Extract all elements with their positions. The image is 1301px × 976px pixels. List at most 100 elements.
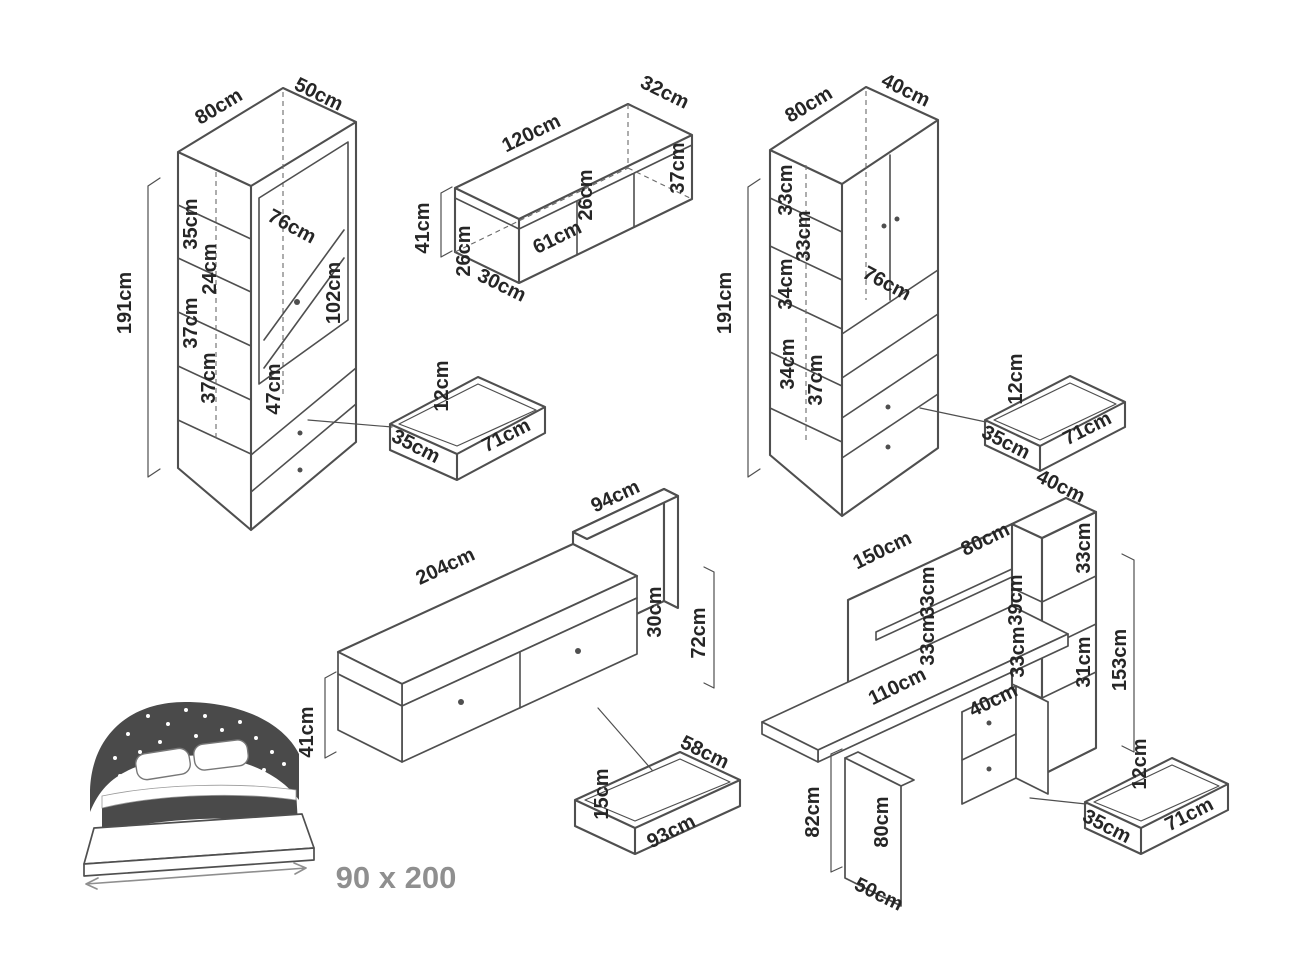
tower-top-face xyxy=(1010,496,1098,540)
dim-label: 15cm xyxy=(591,768,613,819)
bed-base-front xyxy=(83,847,315,877)
sheet-fold xyxy=(101,784,297,809)
drawer-knob xyxy=(986,720,992,726)
cabinet-door-lines xyxy=(841,154,939,379)
leg-panel-face xyxy=(844,757,902,907)
wardrobe-hidden-lines xyxy=(215,92,284,438)
total-height-bracket xyxy=(1121,553,1135,753)
drawer-knob xyxy=(885,404,891,410)
dim-label: 80cm xyxy=(781,82,836,127)
shelf-outline xyxy=(453,102,694,285)
dim-label: 191cm xyxy=(114,272,136,334)
dim-label: 71cm xyxy=(478,414,534,457)
door-knob xyxy=(294,299,300,305)
dim-label: 204cm xyxy=(413,543,479,589)
height-bracket xyxy=(747,178,761,478)
drawer-inner-rim xyxy=(584,758,731,822)
drawer-outline xyxy=(388,375,547,482)
cabinet-drawer-drawing: 12cm 71cm 35cm xyxy=(978,353,1127,473)
desk-drawing: 150cm 80cm 40cm 33cm 33cm 39cm 33cm 33cm… xyxy=(761,466,1135,916)
cabinet-hidden-lines xyxy=(805,91,867,440)
dim-label: 47cm xyxy=(263,363,285,414)
drawer-knob xyxy=(297,430,303,436)
dim-label: 72cm xyxy=(688,607,710,658)
dim-label: 26cm xyxy=(453,225,475,276)
dim-label: 76cm xyxy=(859,262,914,305)
dim-label: 39cm xyxy=(1005,574,1027,625)
drawer-outline xyxy=(573,750,742,856)
head-height-bracket xyxy=(703,566,715,689)
dim-label: 41cm xyxy=(412,202,434,253)
wardrobe-shelf-lines xyxy=(177,204,252,455)
dim-label: 12cm xyxy=(431,360,453,411)
drawer-outline xyxy=(1083,756,1230,856)
dim-label: 33cm xyxy=(793,210,815,261)
dim-label: 32cm xyxy=(637,72,693,114)
dim-label: 33cm xyxy=(917,566,939,617)
bed-size-label: 90 x 200 xyxy=(336,860,457,895)
dim-label: 30cm xyxy=(644,586,666,637)
drawer-knob xyxy=(986,766,992,772)
dim-label: 37cm xyxy=(805,354,827,405)
dim-label: 33cm xyxy=(1073,522,1095,573)
dim-label: 80cm xyxy=(958,519,1014,561)
shelf-hidden-lines xyxy=(454,104,693,253)
dim-label: 71cm xyxy=(1059,407,1115,450)
door-knob xyxy=(881,223,887,229)
dim-label: 33cm xyxy=(775,164,797,215)
door-knob xyxy=(894,216,900,222)
dim-label: 12cm xyxy=(1005,353,1027,404)
drawer-outline xyxy=(983,374,1127,473)
pillow xyxy=(135,747,191,781)
drawer-knob xyxy=(575,648,581,654)
drawer-inner-rim xyxy=(398,383,537,447)
dim-label: 35cm xyxy=(180,198,202,249)
drawer-inner-rim xyxy=(1093,764,1220,822)
dim-label: 37cm xyxy=(667,142,689,193)
drawer-knob xyxy=(297,467,303,473)
dim-label: 153cm xyxy=(1109,629,1131,691)
bed-drawing: 94cm 204cm 30cm 72cm 41cm xyxy=(296,476,715,763)
drawer-knob xyxy=(885,444,891,450)
dim-label: 37cm xyxy=(198,352,220,403)
drawer-knob xyxy=(458,699,464,705)
wardrobe-drawer-lines xyxy=(250,367,357,493)
dim-label: 33cm xyxy=(917,614,939,665)
pedestal-drawer-divider xyxy=(961,733,1017,761)
dim-label: 191cm xyxy=(714,272,736,334)
pillow xyxy=(193,739,249,771)
callout-lines xyxy=(307,407,1087,805)
dim-label: 82cm xyxy=(802,786,824,837)
bed-drawer-drawing: 58cm 15cm 93cm xyxy=(573,732,742,856)
wall-shelf-drawing: 120cm 32cm 37cm 26cm 61cm 26cm 30cm 41cm xyxy=(412,72,694,307)
bed-pictogram: 90 x 200 xyxy=(83,702,457,895)
dim-label: 58cm xyxy=(677,732,733,774)
cabinet-drawer-lines xyxy=(841,353,939,459)
wardrobe-drawer-drawing: 12cm 35cm 71cm xyxy=(388,360,547,482)
length-arrow xyxy=(85,862,307,890)
dim-label: 76cm xyxy=(264,205,319,248)
dim-label: 35cm xyxy=(978,421,1034,464)
dim-label: 31cm xyxy=(1073,636,1095,687)
dim-label: 102cm xyxy=(323,262,345,324)
dim-label: 41cm xyxy=(296,706,318,757)
height-bracket xyxy=(440,186,453,258)
wardrobe-door xyxy=(258,141,349,385)
dim-label: 12cm xyxy=(1129,738,1151,789)
leg-height-bracket xyxy=(830,748,843,873)
dim-label: 33cm xyxy=(1007,626,1029,677)
cabinet-drawing: 80cm 40cm 191cm 33cm 33cm 34cm 34cm 37cm… xyxy=(714,70,940,518)
dim-label: 34cm xyxy=(775,258,797,309)
dim-label: 150cm xyxy=(850,527,916,574)
headboard-side xyxy=(662,487,680,610)
desktop-left-edge xyxy=(761,721,819,763)
shelf-inner-edges xyxy=(454,144,693,256)
desk-drawer-drawing: 12cm 71cm 35cm xyxy=(1079,738,1230,856)
height-bracket xyxy=(147,177,161,478)
dim-label: 34cm xyxy=(777,338,799,389)
headboard-graphic xyxy=(90,702,299,812)
foot-height-bracket xyxy=(324,671,337,759)
bed-frame-foot xyxy=(337,673,403,763)
